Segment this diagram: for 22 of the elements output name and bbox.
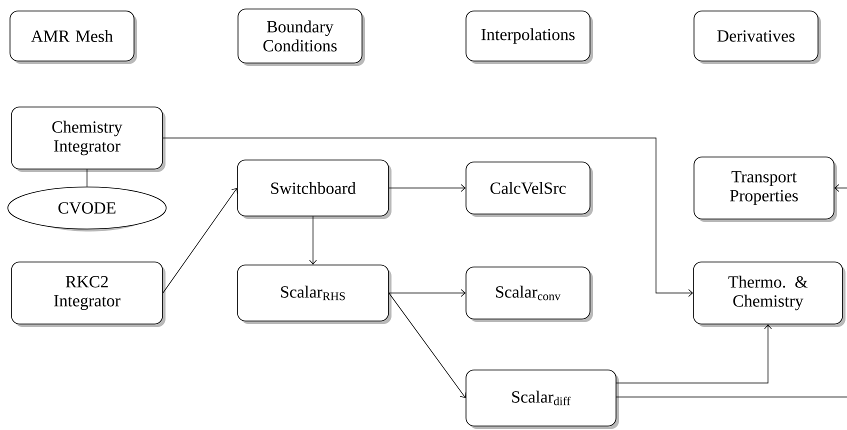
arrow xyxy=(616,324,772,384)
process-box: Scalar$_{RHS}$ xyxy=(237,264,392,324)
process-box: Interpolations xyxy=(466,10,593,64)
process-box: Thermo. & Chemistry xyxy=(693,262,846,327)
arrow xyxy=(388,289,466,297)
arrow xyxy=(162,138,694,297)
process-box: Scalar$_{diff}$ xyxy=(466,370,619,429)
process-box: Switchboard xyxy=(237,160,392,219)
process-box: Boundary Conditions xyxy=(238,8,365,66)
process-box: Chemistry Integrator xyxy=(11,106,166,172)
arrow xyxy=(309,216,317,265)
process-box: CalcVelSrc xyxy=(466,162,593,217)
process-box: Transport Properties xyxy=(694,156,837,222)
arrow xyxy=(388,184,466,192)
arrow xyxy=(162,188,238,294)
process-box: RKC2 Integrator xyxy=(11,262,166,327)
process-box: Derivatives xyxy=(694,10,821,64)
ellipse-node: CVODE xyxy=(7,186,167,232)
arrow xyxy=(834,184,847,192)
arrow xyxy=(388,292,466,398)
process-box: AMR Mesh xyxy=(10,10,137,64)
process-box: Scalar$_{conv}$ xyxy=(466,266,593,322)
